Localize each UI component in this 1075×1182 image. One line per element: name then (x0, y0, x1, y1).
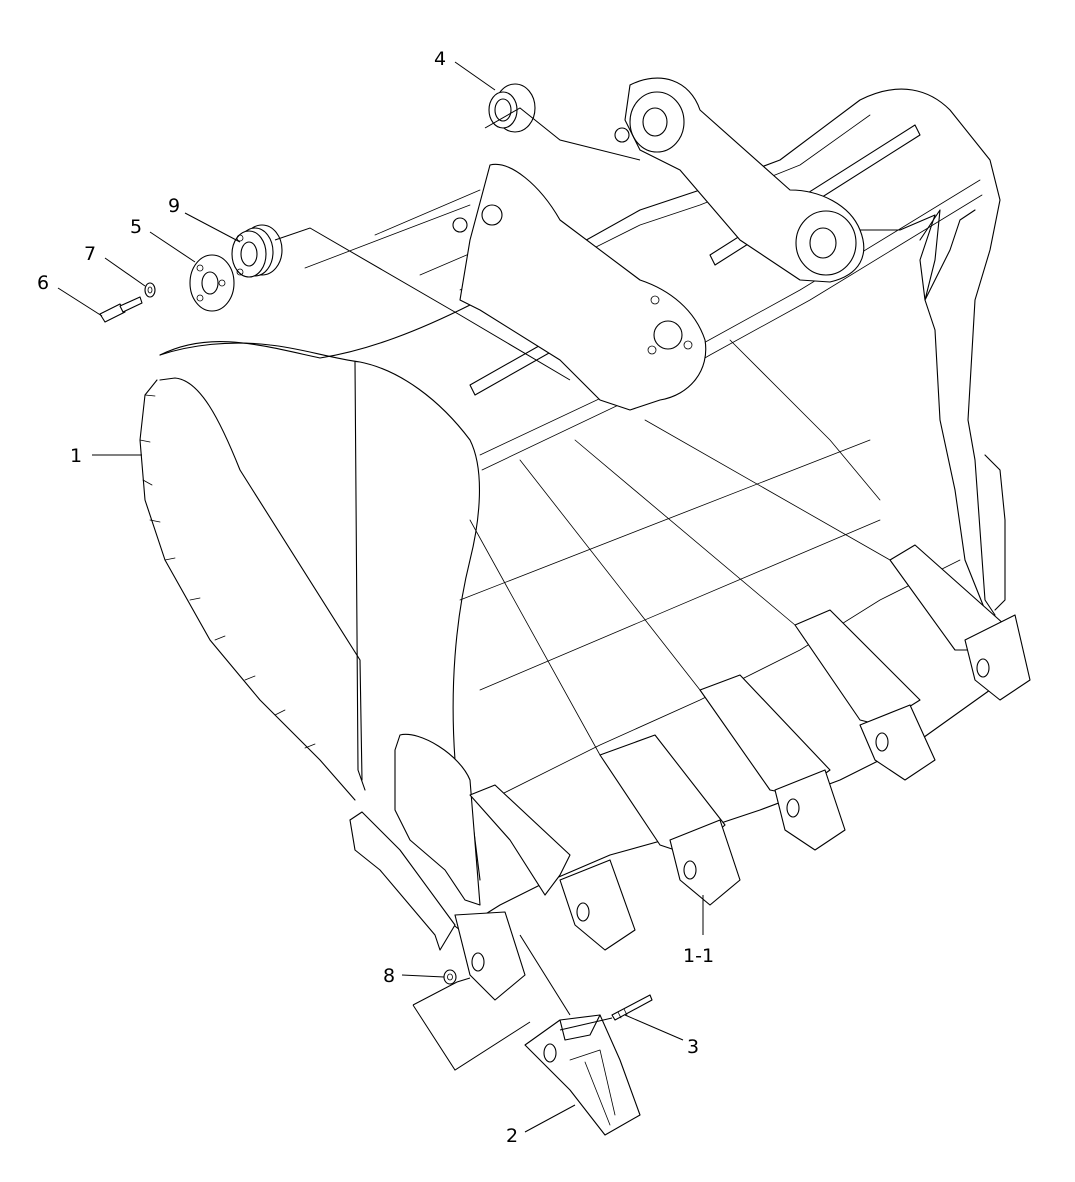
bracket-boss (653, 320, 683, 350)
part-2-tooth-point (519, 934, 641, 1136)
callout-1: 1 (70, 445, 82, 467)
tooth-3 (599, 734, 741, 906)
bracket-hole-1 (481, 204, 503, 226)
callout-2: 2 (506, 1125, 518, 1147)
left-wear-strip (139, 379, 356, 801)
tooth-4 (699, 674, 846, 851)
floor-line-1 (479, 519, 881, 691)
bucket-body (139, 77, 1011, 931)
part-3-pin (559, 994, 653, 1031)
callout-1-1: 1-1 (683, 945, 714, 967)
callout-4: 4 (434, 48, 446, 70)
callout-8: 8 (383, 965, 395, 987)
bracket-hole-2 (452, 217, 468, 233)
right-bracket-hole (614, 127, 630, 143)
right-side-strip (984, 454, 1006, 611)
part-5-end-plate (189, 254, 235, 312)
left-plate-edge (354, 361, 366, 791)
strap-lines (469, 339, 891, 756)
part-7-washer (144, 282, 156, 298)
right-bracket-boss-bottom (795, 210, 857, 276)
tooth-5 (794, 609, 936, 781)
bracket-bolt-3 (683, 340, 693, 350)
right-side-arm (919, 209, 976, 301)
left-side-plate (159, 342, 481, 881)
left-bracket (459, 163, 707, 411)
back-rib-2 (709, 124, 921, 266)
right-bracket (624, 77, 865, 283)
part-4-bushing (484, 83, 641, 161)
tooth-2 (469, 784, 636, 951)
callout-labels: 1 4 9 5 7 6 8 1-1 3 2 (37, 48, 714, 1147)
callout-9: 9 (168, 195, 180, 217)
right-side-plate (859, 214, 986, 611)
part-6-bolt (99, 296, 143, 323)
callout-6: 6 (37, 272, 49, 294)
part-8-retainer (412, 969, 531, 1071)
callout-5: 5 (130, 216, 142, 238)
right-bracket-bore-top (642, 107, 668, 137)
bracket-bolt-1 (650, 295, 660, 305)
side-cutter (394, 733, 481, 906)
back-ledge-2 (304, 189, 491, 291)
callout-leaders (57, 61, 704, 1133)
teeth-row (349, 339, 1031, 1001)
callout-3: 3 (687, 1036, 699, 1058)
right-bracket-boss-top (629, 91, 685, 153)
part-9-shim-pack (231, 224, 571, 381)
tooth-1 (349, 811, 526, 1001)
bottom-lip-inner (489, 559, 961, 801)
tooth-6 (889, 544, 1031, 701)
wear-strip-segments (139, 394, 316, 749)
left-side-plate-front (159, 377, 363, 781)
floor-line-2 (459, 439, 871, 601)
right-bracket-bore-bottom (809, 227, 837, 259)
callout-7: 7 (84, 243, 96, 265)
bracket-bolt-2 (647, 345, 657, 355)
bucket-shell-top (159, 88, 1001, 616)
